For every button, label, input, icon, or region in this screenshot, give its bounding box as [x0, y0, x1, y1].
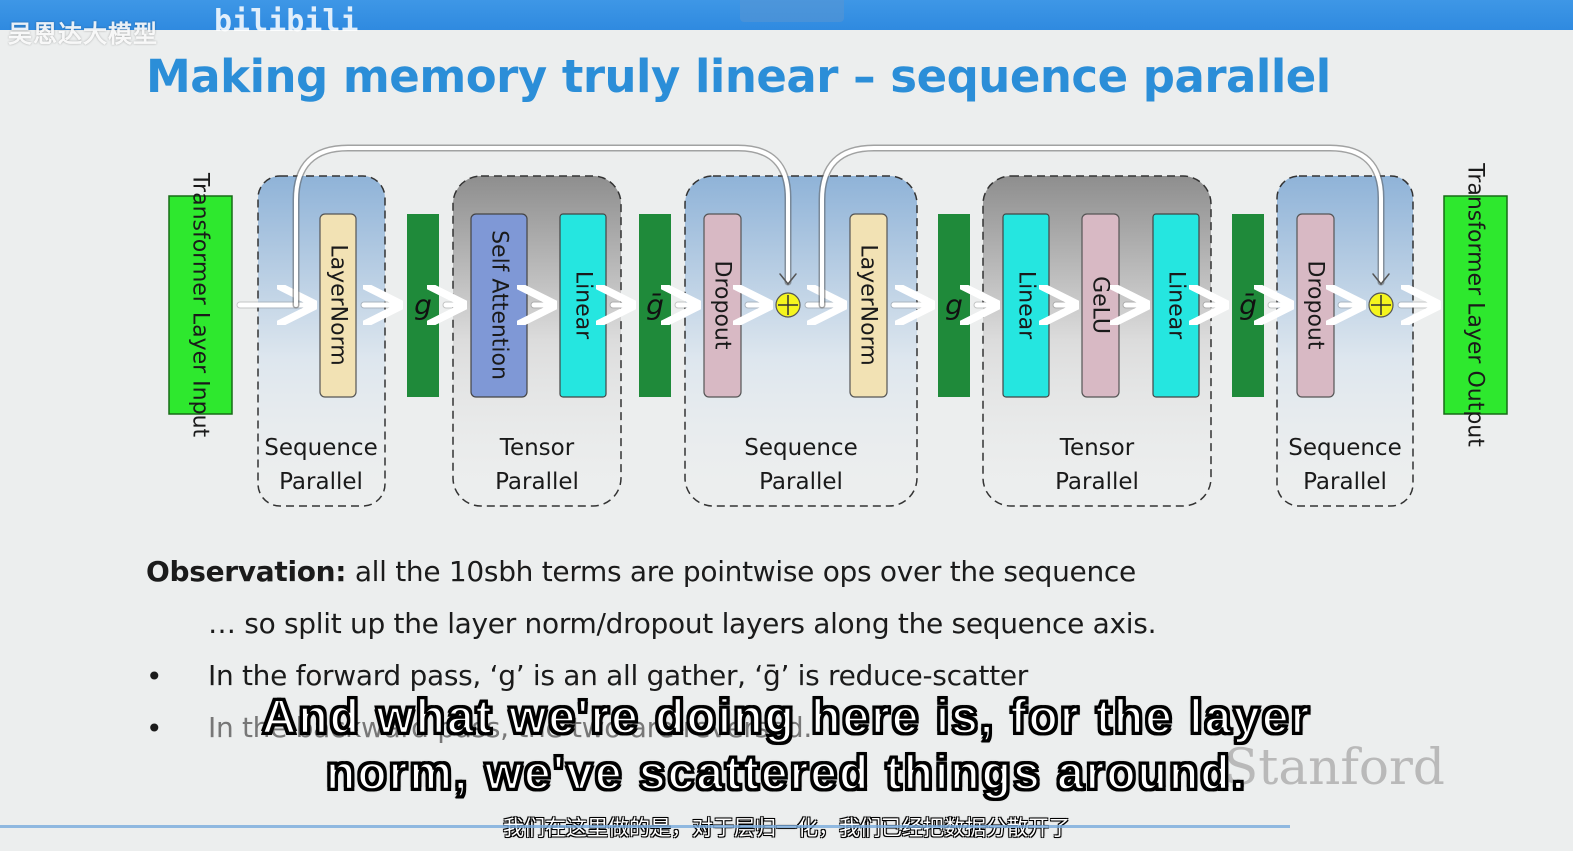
region-label-tensor-1a: Tensor	[499, 435, 575, 461]
layernorm-block-1	[319, 213, 357, 398]
region-label-seq-3b: Parallel	[1303, 469, 1387, 495]
g-label-1: g	[414, 289, 432, 322]
subtitle-english-line-1: And what we're doing here is, for the la…	[260, 690, 1312, 746]
layernorm-label-1: LayerNorm	[326, 244, 351, 365]
output-block	[1443, 195, 1508, 415]
region-label-tensor-1b: Parallel	[495, 469, 579, 495]
subtitle-english-line-2: norm, we've scattered things around.	[325, 746, 1247, 802]
subtitle-chinese: 我们在这里做的是，对于层归一化，我们已经把数据分散开了	[503, 816, 1070, 840]
input-block	[168, 195, 233, 415]
observation-sub: … so split up the layer norm/dropout lay…	[208, 607, 1157, 640]
output-label: Transformer Layer Output	[1463, 162, 1488, 447]
region-label-seq-2a: Sequence	[744, 435, 857, 461]
region-label-tensor-2a: Tensor	[1059, 435, 1135, 461]
g-bar-label-1: ḡ	[646, 289, 664, 322]
dropout-label-1: Dropout	[710, 261, 735, 350]
bullet-forward-pass: In the forward pass, ‘g’ is an all gathe…	[208, 659, 1029, 692]
linear-label-2: Linear	[1014, 271, 1039, 340]
layernorm-block-2	[849, 213, 888, 398]
region-label-tensor-2b: Parallel	[1055, 469, 1139, 495]
gelu-label: GeLU	[1088, 276, 1113, 334]
region-label-seq-3a: Sequence	[1288, 435, 1401, 461]
bilibili-watermark: bilibili	[214, 4, 359, 39]
residual-arcs	[292, 144, 1390, 309]
observation-line: Observation: all the 10sbh terms are poi…	[146, 555, 1136, 588]
layernorm-label-2: LayerNorm	[856, 244, 881, 365]
stanford-logo: Stanford	[1224, 738, 1445, 796]
channel-name: 吴恩达大模型	[8, 20, 158, 48]
bullet-backward-pass: In the backward pass, the two are revers…	[208, 711, 812, 744]
bullet-marker-2: •	[146, 712, 163, 745]
video-progress-bar[interactable]	[0, 825, 1290, 828]
region-label-seq-2b: Parallel	[759, 469, 843, 495]
g-bar-label-2: ḡ	[1239, 289, 1257, 322]
dropout-label-2: Dropout	[1303, 261, 1328, 350]
bullet-marker-1: •	[146, 660, 163, 693]
adder-1	[775, 292, 801, 318]
input-label: Transformer Layer Input	[188, 172, 213, 438]
observation-label: Observation:	[146, 555, 347, 588]
region-label-seq-1a: Sequence	[264, 435, 377, 461]
adder-2	[1368, 292, 1394, 318]
linear-label-1: Linear	[571, 271, 596, 340]
linear-label-3: Linear	[1164, 271, 1189, 340]
video-control-buttons[interactable]	[740, 0, 844, 22]
g-label-2: g	[945, 289, 963, 322]
self-attention-label: Self Attention	[487, 230, 512, 380]
region-label-seq-1b: Parallel	[279, 469, 363, 495]
slide-title: Making memory truly linear – sequence pa…	[146, 50, 1331, 103]
observation-text: all the 10sbh terms are pointwise ops ov…	[354, 555, 1136, 588]
